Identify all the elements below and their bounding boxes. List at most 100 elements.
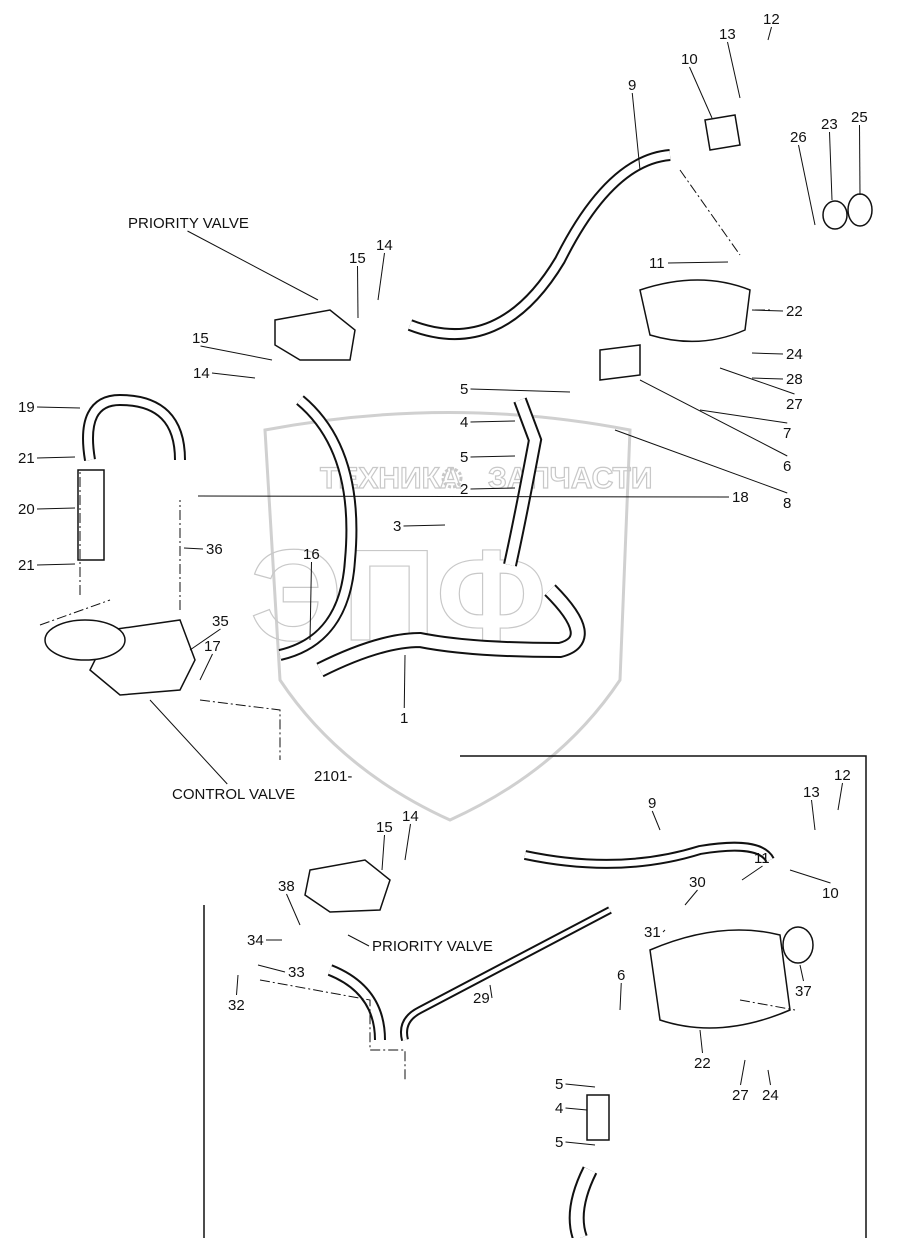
phantom-lines <box>39 169 796 1080</box>
callout-13: 13 <box>719 26 736 43</box>
flange-6 <box>599 344 641 381</box>
callout-21: 21 <box>18 557 35 574</box>
leader-line <box>565 1141 596 1146</box>
bracket-10 <box>704 114 741 151</box>
callout-5: 5 <box>555 1076 563 1093</box>
callout-27: 27 <box>786 396 803 413</box>
leader-line <box>149 699 228 785</box>
callout-24: 24 <box>786 346 803 363</box>
leader-line <box>751 352 784 355</box>
leader-line <box>811 799 816 831</box>
priority-valve-upper <box>274 309 356 361</box>
leader-line <box>667 261 729 264</box>
leader-line <box>631 92 641 171</box>
leader-line <box>619 982 622 1011</box>
callout-12: 12 <box>763 11 780 28</box>
leader-line <box>470 487 516 490</box>
callout-5: 5 <box>555 1134 563 1151</box>
leader-line <box>727 41 741 99</box>
callout-33: 33 <box>288 964 305 981</box>
leader-line <box>470 388 571 393</box>
leader-line <box>741 865 763 881</box>
control-valve-cap <box>44 619 126 661</box>
callout-30: 30 <box>689 874 706 891</box>
leader-line <box>789 869 831 884</box>
leader-line <box>286 893 301 926</box>
callout-9: 9 <box>628 77 636 94</box>
leader-line <box>767 26 772 41</box>
callout-36: 36 <box>206 541 223 558</box>
hoses <box>77 149 775 1238</box>
callout-priority-valve: PRIORITY VALVE <box>372 938 493 955</box>
leader-line <box>199 653 213 681</box>
leader-line <box>859 124 861 196</box>
leader-line <box>751 309 784 312</box>
callout-15: 15 <box>349 250 366 267</box>
leader-line <box>662 929 666 933</box>
callout-23: 23 <box>821 116 838 133</box>
leader-line <box>257 964 286 973</box>
leader-line <box>189 628 221 651</box>
leader-line <box>684 889 698 906</box>
callout-27: 27 <box>732 1087 749 1104</box>
leader-line <box>639 379 788 457</box>
callout-6: 6 <box>617 967 625 984</box>
leader-line <box>309 561 312 641</box>
callout-15: 15 <box>376 819 393 836</box>
callout-25: 25 <box>851 109 868 126</box>
leader-line <box>829 131 833 201</box>
gasket-37 <box>782 926 814 964</box>
leader-line <box>36 456 76 459</box>
leader-line <box>404 823 411 861</box>
callout-control-valve: CONTROL VALVE <box>172 786 295 803</box>
callout-1: 1 <box>400 710 408 727</box>
leader-line <box>200 345 273 361</box>
callout-9: 9 <box>648 795 656 812</box>
leader-line <box>689 66 713 119</box>
leader-line <box>377 252 385 301</box>
leader-line <box>36 563 76 566</box>
callout-13: 13 <box>803 784 820 801</box>
callout-15: 15 <box>192 330 209 347</box>
callout-17: 17 <box>204 638 221 655</box>
leader-line <box>489 984 493 999</box>
callout-26: 26 <box>790 129 807 146</box>
callout-28: 28 <box>786 371 803 388</box>
callout-5: 5 <box>460 381 468 398</box>
watermark-right-text: ЗАПЧАСТИ <box>488 462 652 495</box>
leader-line <box>614 429 788 494</box>
callout-priority-valve: PRIORITY VALVE <box>128 215 249 232</box>
leader-line <box>837 782 843 811</box>
leader-line <box>699 409 788 424</box>
leader-line <box>236 974 239 996</box>
leader-line <box>183 547 204 550</box>
callout-3: 3 <box>393 518 401 535</box>
part-25 <box>847 193 873 227</box>
leader-line <box>470 420 516 423</box>
callout-22: 22 <box>694 1055 711 1072</box>
callout-10: 10 <box>681 51 698 68</box>
leader-line <box>187 230 319 301</box>
callout-38: 38 <box>278 878 295 895</box>
leader-line <box>740 1059 746 1086</box>
pump-upper <box>639 279 751 343</box>
callout-34: 34 <box>247 932 264 949</box>
leader-line <box>767 1069 771 1086</box>
callout-20: 20 <box>18 501 35 518</box>
callout-18: 18 <box>732 489 749 506</box>
callout-19: 19 <box>18 399 35 416</box>
callout-29: 29 <box>473 990 490 1007</box>
leader-line <box>347 934 370 947</box>
callout-21: 21 <box>18 450 35 467</box>
callout-24: 24 <box>762 1087 779 1104</box>
callout-22: 22 <box>786 303 803 320</box>
priority-valve-lower <box>304 859 391 913</box>
leader-line <box>36 406 81 409</box>
leader-line <box>36 507 76 510</box>
callout-8: 8 <box>783 495 791 512</box>
leader-line <box>651 810 661 831</box>
pump-lower <box>649 929 791 1029</box>
callout-37: 37 <box>795 983 812 1000</box>
